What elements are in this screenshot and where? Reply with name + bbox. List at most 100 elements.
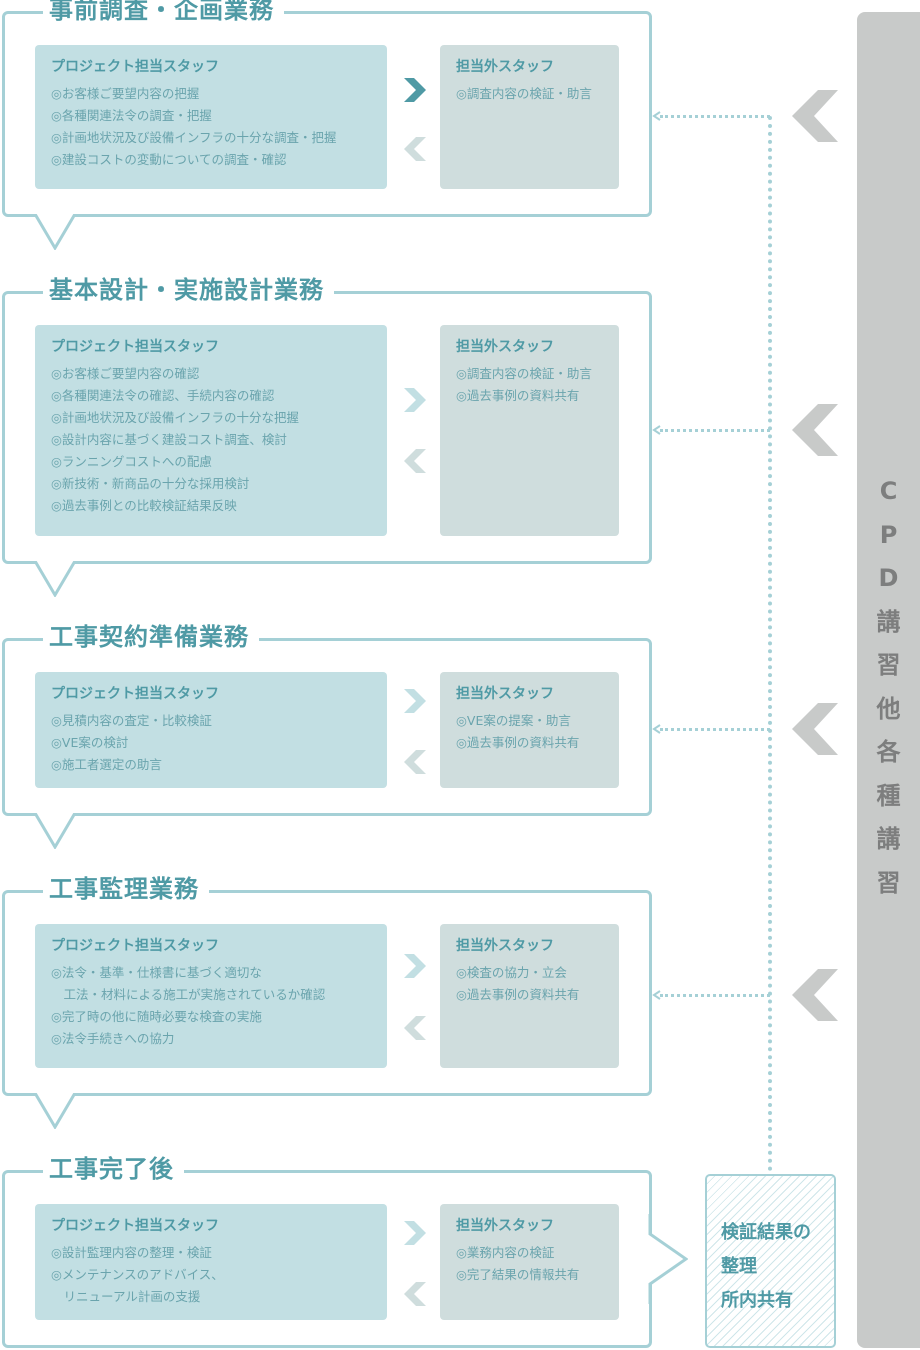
non-project-staff-box: 担当外スタッフ ◎VE案の提案・助言 ◎過去事例の資料共有: [440, 672, 619, 788]
flow-down-pointer: [35, 214, 75, 250]
phase-title: 事前調査・企画業務: [43, 0, 284, 26]
cpd-char: D: [878, 564, 899, 592]
project-staff-box: プロジェクト担当スタッフ ◎見積内容の査定・比較検証 ◎VE案の検討 ◎施工者選…: [35, 672, 387, 788]
task-item: ◎新技術・新商品の十分な採用検討: [51, 476, 250, 491]
phase-pre-survey: 事前調査・企画業務 プロジェクト担当スタッフ ◎お客様ご要望内容の把握 ◎各種関…: [2, 0, 652, 250]
box-heading: プロジェクト担当スタッフ: [51, 59, 219, 75]
phase-title: 基本設計・実施設計業務: [43, 274, 334, 306]
phase-post-completion: 工事完了後 プロジェクト担当スタッフ ◎設計監理内容の整理・検証 ◎メンテナンス…: [2, 1153, 652, 1348]
box-heading: 担当外スタッフ: [456, 339, 554, 355]
feedback-connector-4: [660, 994, 770, 997]
task-item: ◎法令・基準・仕様書に基づく適切な: [51, 965, 262, 980]
cpd-label: C P D 講 習 他 各 種 講 習: [857, 470, 920, 905]
box-heading: 担当外スタッフ: [456, 686, 554, 702]
task-item: ◎各種関連法令の調査・把握: [51, 108, 212, 123]
phase-supervision: 工事監理業務 プロジェクト担当スタッフ ◎法令・基準・仕様書に基づく適切な 工法…: [2, 873, 652, 1129]
task-item: ◎計画地状況及び設備インフラの十分な調査・把握: [51, 130, 337, 145]
task-item: ◎完了結果の情報共有: [456, 1267, 580, 1282]
phase-design: 基本設計・実施設計業務 プロジェクト担当スタッフ ◎お客様ご要望内容の確認 ◎各…: [2, 274, 652, 597]
task-item: ◎過去事例の資料共有: [456, 987, 580, 1002]
result-line: 整理: [721, 1256, 757, 1277]
feedback-vertical-connector: [768, 116, 772, 1172]
cpd-char: 種: [876, 781, 901, 810]
task-item: ◎過去事例との比較検証結果反映: [51, 498, 237, 513]
task-item: ◎VE案の提案・助言: [456, 713, 571, 728]
cpd-char: 各: [876, 738, 901, 766]
chevron-left-icon: [792, 703, 838, 755]
task-item: ◎調査内容の検証・助言: [456, 366, 592, 381]
box-heading: 担当外スタッフ: [456, 59, 554, 75]
cpd-char: 習: [876, 868, 901, 897]
project-staff-box: プロジェクト担当スタッフ ◎お客様ご要望内容の把握 ◎各種関連法令の調査・把握 …: [35, 45, 387, 189]
chevron-right-icon: [404, 954, 426, 978]
task-item: ◎過去事例の資料共有: [456, 388, 580, 403]
phase-title: 工事監理業務: [43, 873, 209, 905]
phase-title: 工事完了後: [43, 1153, 184, 1185]
chevron-left-icon: [792, 404, 838, 456]
box-heading: プロジェクト担当スタッフ: [51, 339, 219, 355]
task-item: ◎VE案の検討: [51, 735, 129, 750]
project-staff-box: プロジェクト担当スタッフ ◎お客様ご要望内容の確認 ◎各種関連法令の確認、手続内…: [35, 325, 387, 536]
connector-arrowhead-icon: [652, 724, 661, 734]
feedback-connector-2: [660, 429, 770, 432]
task-item: ◎メンテナンスのアドバイス、: [51, 1267, 224, 1282]
task-item: ◎建設コストの変動についての調査・確認: [51, 152, 287, 167]
task-item: ◎設計監理内容の整理・検証: [51, 1245, 212, 1260]
task-item: ◎業務内容の検証: [456, 1245, 555, 1260]
cpd-char: P: [879, 520, 898, 549]
project-staff-box: プロジェクト担当スタッフ ◎設計監理内容の整理・検証 ◎メンテナンスのアドバイス…: [35, 1204, 387, 1320]
flow-down-pointer: [35, 813, 75, 849]
task-item: ◎計画地状況及び設備インフラの十分な把握: [51, 410, 300, 425]
connector-arrowhead-icon: [652, 425, 661, 435]
project-staff-box: プロジェクト担当スタッフ ◎法令・基準・仕様書に基づく適切な 工法・材料による施…: [35, 924, 387, 1068]
chevron-left-icon: [404, 449, 426, 473]
task-item: ◎完了時の他に随時必要な検査の実施: [51, 1009, 262, 1024]
cpd-char: C: [879, 477, 898, 505]
box-heading: 担当外スタッフ: [456, 1218, 554, 1234]
connector-arrowhead-icon: [652, 990, 661, 1000]
task-item: ◎ランニングコストへの配慮: [51, 454, 212, 469]
box-heading: プロジェクト担当スタッフ: [51, 686, 219, 702]
chevron-left-icon: [404, 750, 426, 774]
box-heading: プロジェクト担当スタッフ: [51, 938, 219, 954]
cpd-char: 講: [876, 825, 901, 853]
box-heading: 担当外スタッフ: [456, 938, 554, 954]
connector-arrowhead-icon: [652, 111, 661, 121]
chevron-right-icon: [404, 388, 426, 412]
task-item: ◎過去事例の資料共有: [456, 735, 580, 750]
chevron-right-icon: [404, 78, 426, 102]
task-item: ◎お客様ご要望内容の把握: [51, 86, 200, 101]
flow-down-pointer: [35, 561, 75, 597]
task-item: ◎見積内容の査定・比較検証: [51, 713, 212, 728]
task-item: ◎法令手続きへの協力: [51, 1031, 175, 1046]
cpd-char: 習: [876, 651, 901, 679]
phase-contract-prep: 工事契約準備業務 プロジェクト担当スタッフ ◎見積内容の査定・比較検証 ◎VE案…: [2, 621, 652, 849]
feedback-connector-3: [660, 728, 770, 731]
task-item: 工法・材料による施工が実施されているか確認: [51, 987, 326, 1002]
result-line: 所内共有: [721, 1290, 793, 1311]
task-item: ◎検査の協力・立会: [456, 965, 567, 980]
non-project-staff-box: 担当外スタッフ ◎検査の協力・立会 ◎過去事例の資料共有: [440, 924, 619, 1068]
result-line: 検証結果の: [721, 1222, 811, 1243]
cpd-char: 講: [876, 607, 901, 636]
task-item: ◎調査内容の検証・助言: [456, 86, 592, 101]
flow-right-pointer: [648, 1214, 688, 1304]
chevron-left-icon: [404, 1282, 426, 1306]
chevron-left-icon: [404, 137, 426, 161]
chevron-right-icon: [404, 1221, 426, 1245]
feedback-connector-1: [660, 115, 770, 118]
non-project-staff-box: 担当外スタッフ ◎調査内容の検証・助言: [440, 45, 619, 189]
task-item: ◎お客様ご要望内容の確認: [51, 366, 200, 381]
chevron-left-icon: [404, 1016, 426, 1040]
task-item: ◎設計内容に基づく建設コスト調査、検討: [51, 432, 287, 447]
result-sharing-box: 検証結果の 整理 所内共有: [705, 1174, 836, 1348]
flow-down-pointer: [35, 1093, 75, 1129]
cpd-training-bar: C P D 講 習 他 各 種 講 習: [857, 12, 920, 1348]
box-heading: プロジェクト担当スタッフ: [51, 1218, 219, 1234]
chevron-right-icon: [404, 689, 426, 713]
chevron-left-icon: [792, 90, 838, 142]
task-item: ◎施工者選定の助言: [51, 757, 162, 772]
task-item: ◎各種関連法令の確認、手続内容の確認: [51, 388, 275, 403]
non-project-staff-box: 担当外スタッフ ◎業務内容の検証 ◎完了結果の情報共有: [440, 1204, 619, 1320]
task-item: リニューアル計画の支援: [51, 1289, 201, 1304]
